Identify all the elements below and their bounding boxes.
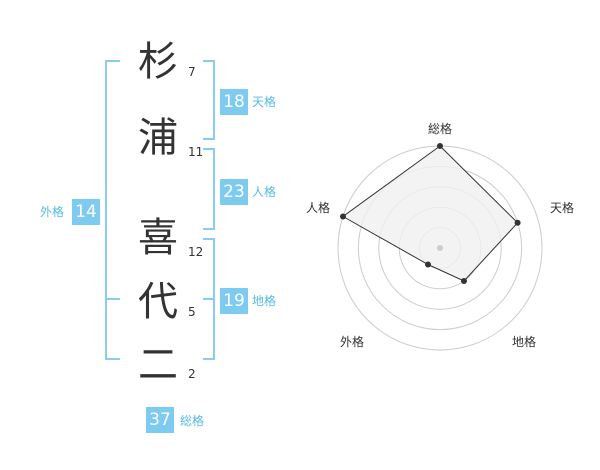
tenkaku-label: 天格 (252, 95, 277, 109)
name-char-4: 代 (138, 279, 178, 325)
chikaku-label: 地格 (252, 294, 277, 308)
gaikaku-label: 外格 (40, 205, 65, 219)
soukaku-value-badge: 37 (146, 407, 174, 433)
radar-points (339, 143, 521, 285)
radar-point-1 (437, 143, 443, 149)
radar-axis-label-jinkaku: 人格 (306, 200, 330, 215)
tenkaku-value-badge: 18 (220, 89, 248, 115)
radar-center-dot (437, 245, 443, 251)
soukaku-label: 総格 (180, 414, 205, 428)
stroke-count-5: 2 (188, 367, 196, 381)
radar-axis-label-tenkaku: 天格 (550, 200, 574, 215)
stroke-count-4: 5 (188, 305, 196, 319)
radar-axis-label-gaikaku: 外格 (340, 334, 364, 349)
name-char-2: 浦 (138, 115, 178, 161)
radar-point-5 (339, 213, 346, 220)
stroke-count-1: 7 (188, 65, 196, 79)
name-char-3: 喜 (138, 215, 178, 261)
gaikaku-value-badge: 14 (72, 199, 100, 225)
name-char-5: 二 (138, 342, 178, 388)
chikaku-value-badge: 19 (220, 288, 248, 314)
radar-point-2 (514, 219, 521, 226)
radar-axis-label-soukaku: 総格 (428, 121, 452, 136)
jinkaku-value-badge: 23 (220, 179, 248, 205)
radar-axis-label-chikaku: 地格 (512, 334, 536, 349)
radar-point-4 (425, 261, 432, 268)
stroke-count-2: 11 (188, 145, 204, 159)
radar-area (342, 145, 519, 282)
stroke-count-3: 12 (188, 245, 204, 259)
radar-point-3 (460, 278, 467, 285)
jinkaku-label: 人格 (252, 185, 277, 199)
name-char-1: 杉 (138, 39, 178, 85)
